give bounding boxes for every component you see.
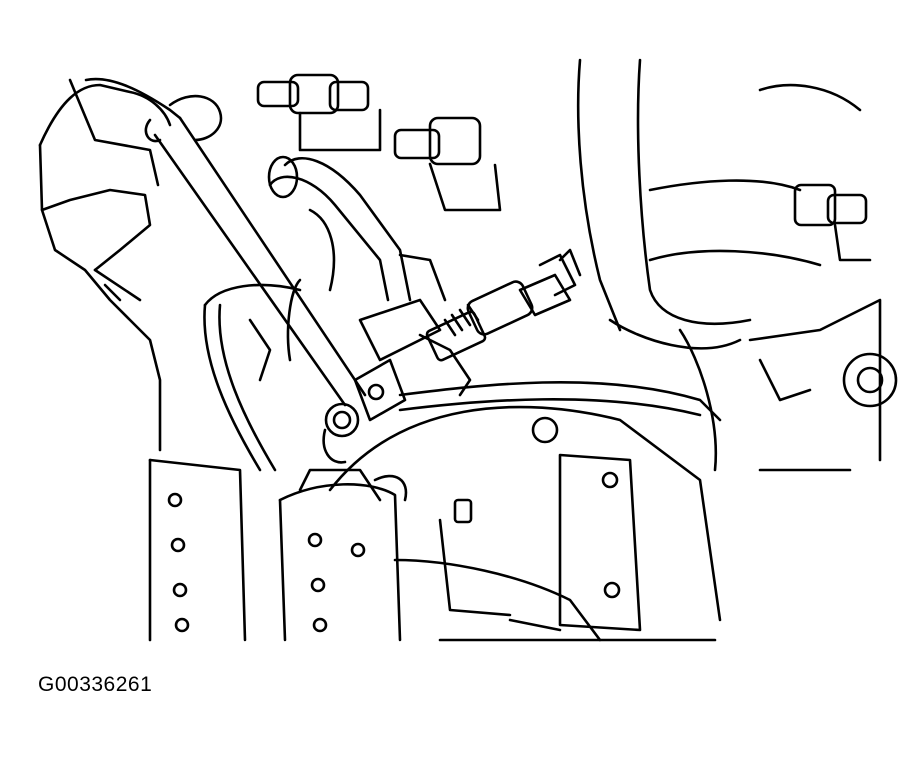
mount-right [748, 298, 898, 472]
hose-right [576, 58, 862, 350]
frame-rail-center [278, 468, 408, 642]
transmission-housing [328, 328, 722, 632]
tubes-center [267, 155, 447, 362]
lower-plate [393, 558, 717, 642]
top-connector-right [393, 116, 502, 212]
bracket-and-line [203, 283, 722, 472]
connector-far-right [793, 183, 872, 262]
sensor-fitting [418, 248, 582, 397]
top-connector-left [256, 73, 382, 152]
wrench-tool [84, 77, 367, 464]
engine-block-left [38, 78, 172, 452]
frame-rail-left [148, 458, 247, 642]
figure-id-label: G00336261 [38, 673, 153, 696]
